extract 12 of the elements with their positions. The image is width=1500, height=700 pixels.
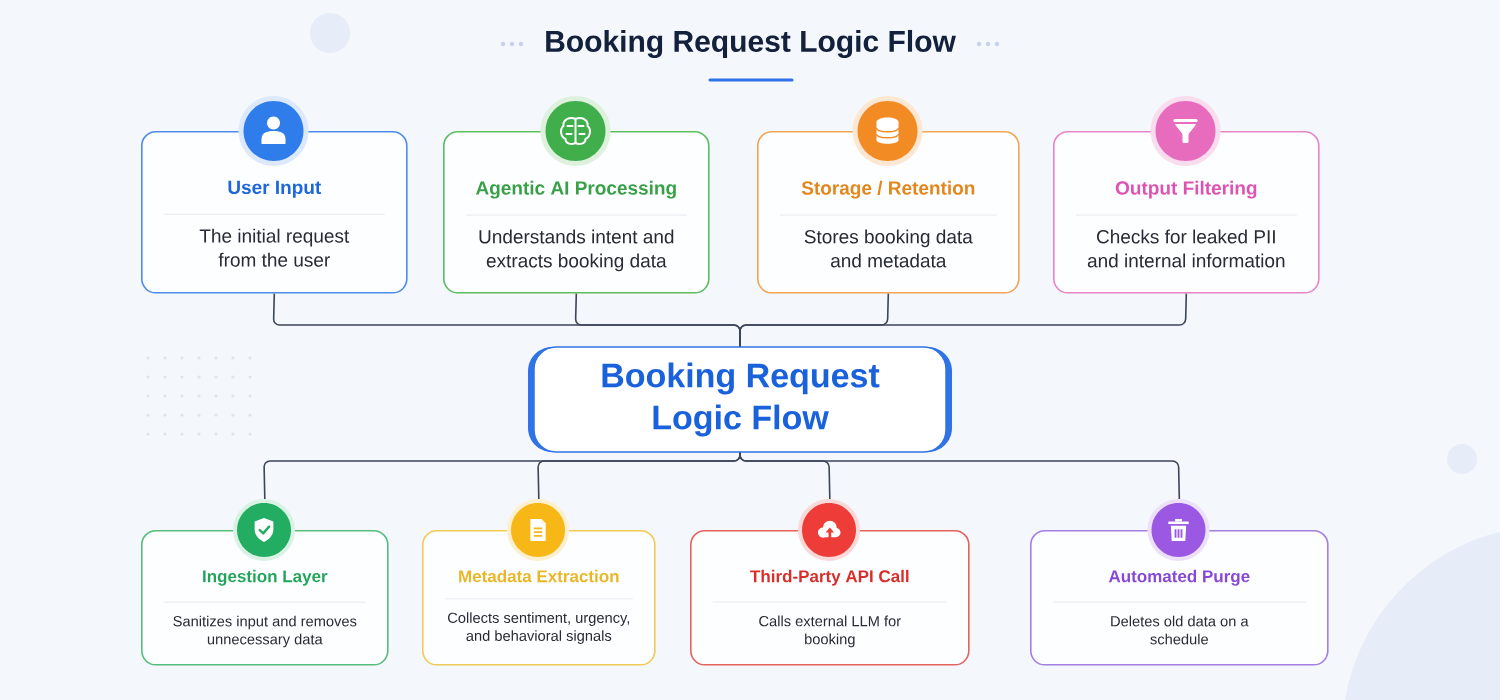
info-card: Third-Party API Call Calls external LLM for booking xyxy=(690,530,970,666)
info-card: Ingestion Layer Sanitizes input and removes unnecessary data xyxy=(141,530,389,666)
info-card: Metadata Extraction Collects sentiment, urgency, and behavioral signals xyxy=(422,530,656,666)
info-card: User Input The initial request from the user xyxy=(141,131,408,294)
hub-box: Booking Request Logic Flow xyxy=(528,346,952,453)
info-card: Storage / Retention Stores booking data and metadata xyxy=(757,131,1020,294)
info-card: Automated Purge Deletes old data on a schedule xyxy=(1030,530,1329,666)
title: Booking Request Logic Flow xyxy=(546,29,956,59)
connector-line xyxy=(739,451,1181,500)
info-card: Output Filtering Checks for leaked PII and internal information xyxy=(1053,131,1320,294)
connector-line xyxy=(739,292,1188,348)
info-card: Agentic AI Processing Understands intent and extracts booking data xyxy=(443,131,710,294)
